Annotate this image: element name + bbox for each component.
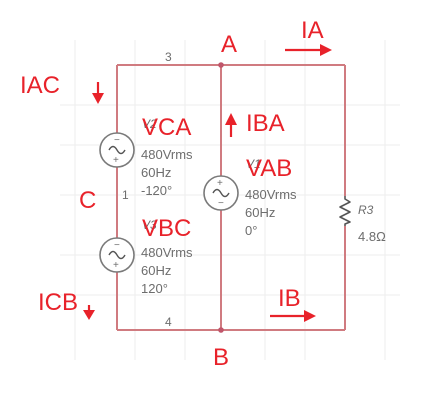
source-voltage: 480Vrms [245, 187, 297, 202]
node-label-4: 4 [165, 315, 172, 329]
resistor-zigzag-icon [339, 196, 351, 226]
polarity-minus: − [114, 135, 120, 146]
wires [116, 64, 346, 331]
node-label-3: 3 [165, 50, 172, 64]
source-frequency: 60Hz [141, 165, 171, 180]
source-name: V1 [246, 157, 261, 171]
node-a-label: A [221, 31, 237, 58]
polarity-minus: − [218, 198, 224, 209]
polarity-plus: + [113, 260, 119, 271]
icb-label: ICB [38, 289, 78, 316]
sine-wave-icon [108, 250, 126, 260]
source-phase: 120° [141, 281, 168, 296]
resistor-r3[interactable]: R3 4.8Ω [339, 196, 386, 244]
polarity-plus: + [113, 155, 119, 166]
source-phase: 0° [245, 223, 257, 238]
icb-arrow-icon [83, 305, 95, 320]
iba-label: IBA [246, 110, 285, 137]
vbc-label: VBC [142, 215, 191, 242]
source-voltage: 480Vrms [141, 147, 193, 162]
source-voltage: 480Vrms [141, 245, 193, 260]
polarity-minus: − [114, 240, 120, 251]
node-b-label: B [213, 344, 229, 371]
junction-dot-top [218, 62, 224, 68]
ia-label: IA [301, 17, 324, 44]
ib-arrow-icon [270, 310, 316, 322]
junction-dot-bottom [218, 327, 224, 333]
resistor-name: R3 [358, 203, 374, 217]
voltage-source-v3[interactable]: − + V3 480Vrms 60Hz 120° [99, 218, 193, 296]
vab-label: VAB [246, 155, 292, 182]
source-frequency: 60Hz [245, 205, 275, 220]
resistor-value: 4.8Ω [358, 229, 386, 244]
iac-arrow-icon [92, 82, 104, 104]
vca-label: VCA [142, 114, 191, 141]
source-phase: -120° [141, 183, 172, 198]
voltage-source-v2[interactable]: − + V2 480Vrms 60Hz -120° [99, 117, 193, 198]
polarity-plus: + [217, 178, 223, 189]
sine-wave-icon [212, 188, 230, 198]
source-name: V3 [142, 218, 157, 232]
ia-arrow-icon [285, 44, 332, 56]
source-name: V2 [142, 117, 157, 131]
iac-label: IAC [20, 72, 60, 99]
source-frequency: 60Hz [141, 263, 171, 278]
sine-wave-icon [108, 145, 126, 155]
node-label-1: 1 [122, 188, 129, 202]
ib-label: IB [278, 285, 301, 312]
node-c-label: C [79, 187, 96, 214]
iba-arrow-icon [225, 113, 237, 137]
voltage-source-v1[interactable]: + − V1 480Vrms 60Hz 0° [203, 157, 297, 238]
